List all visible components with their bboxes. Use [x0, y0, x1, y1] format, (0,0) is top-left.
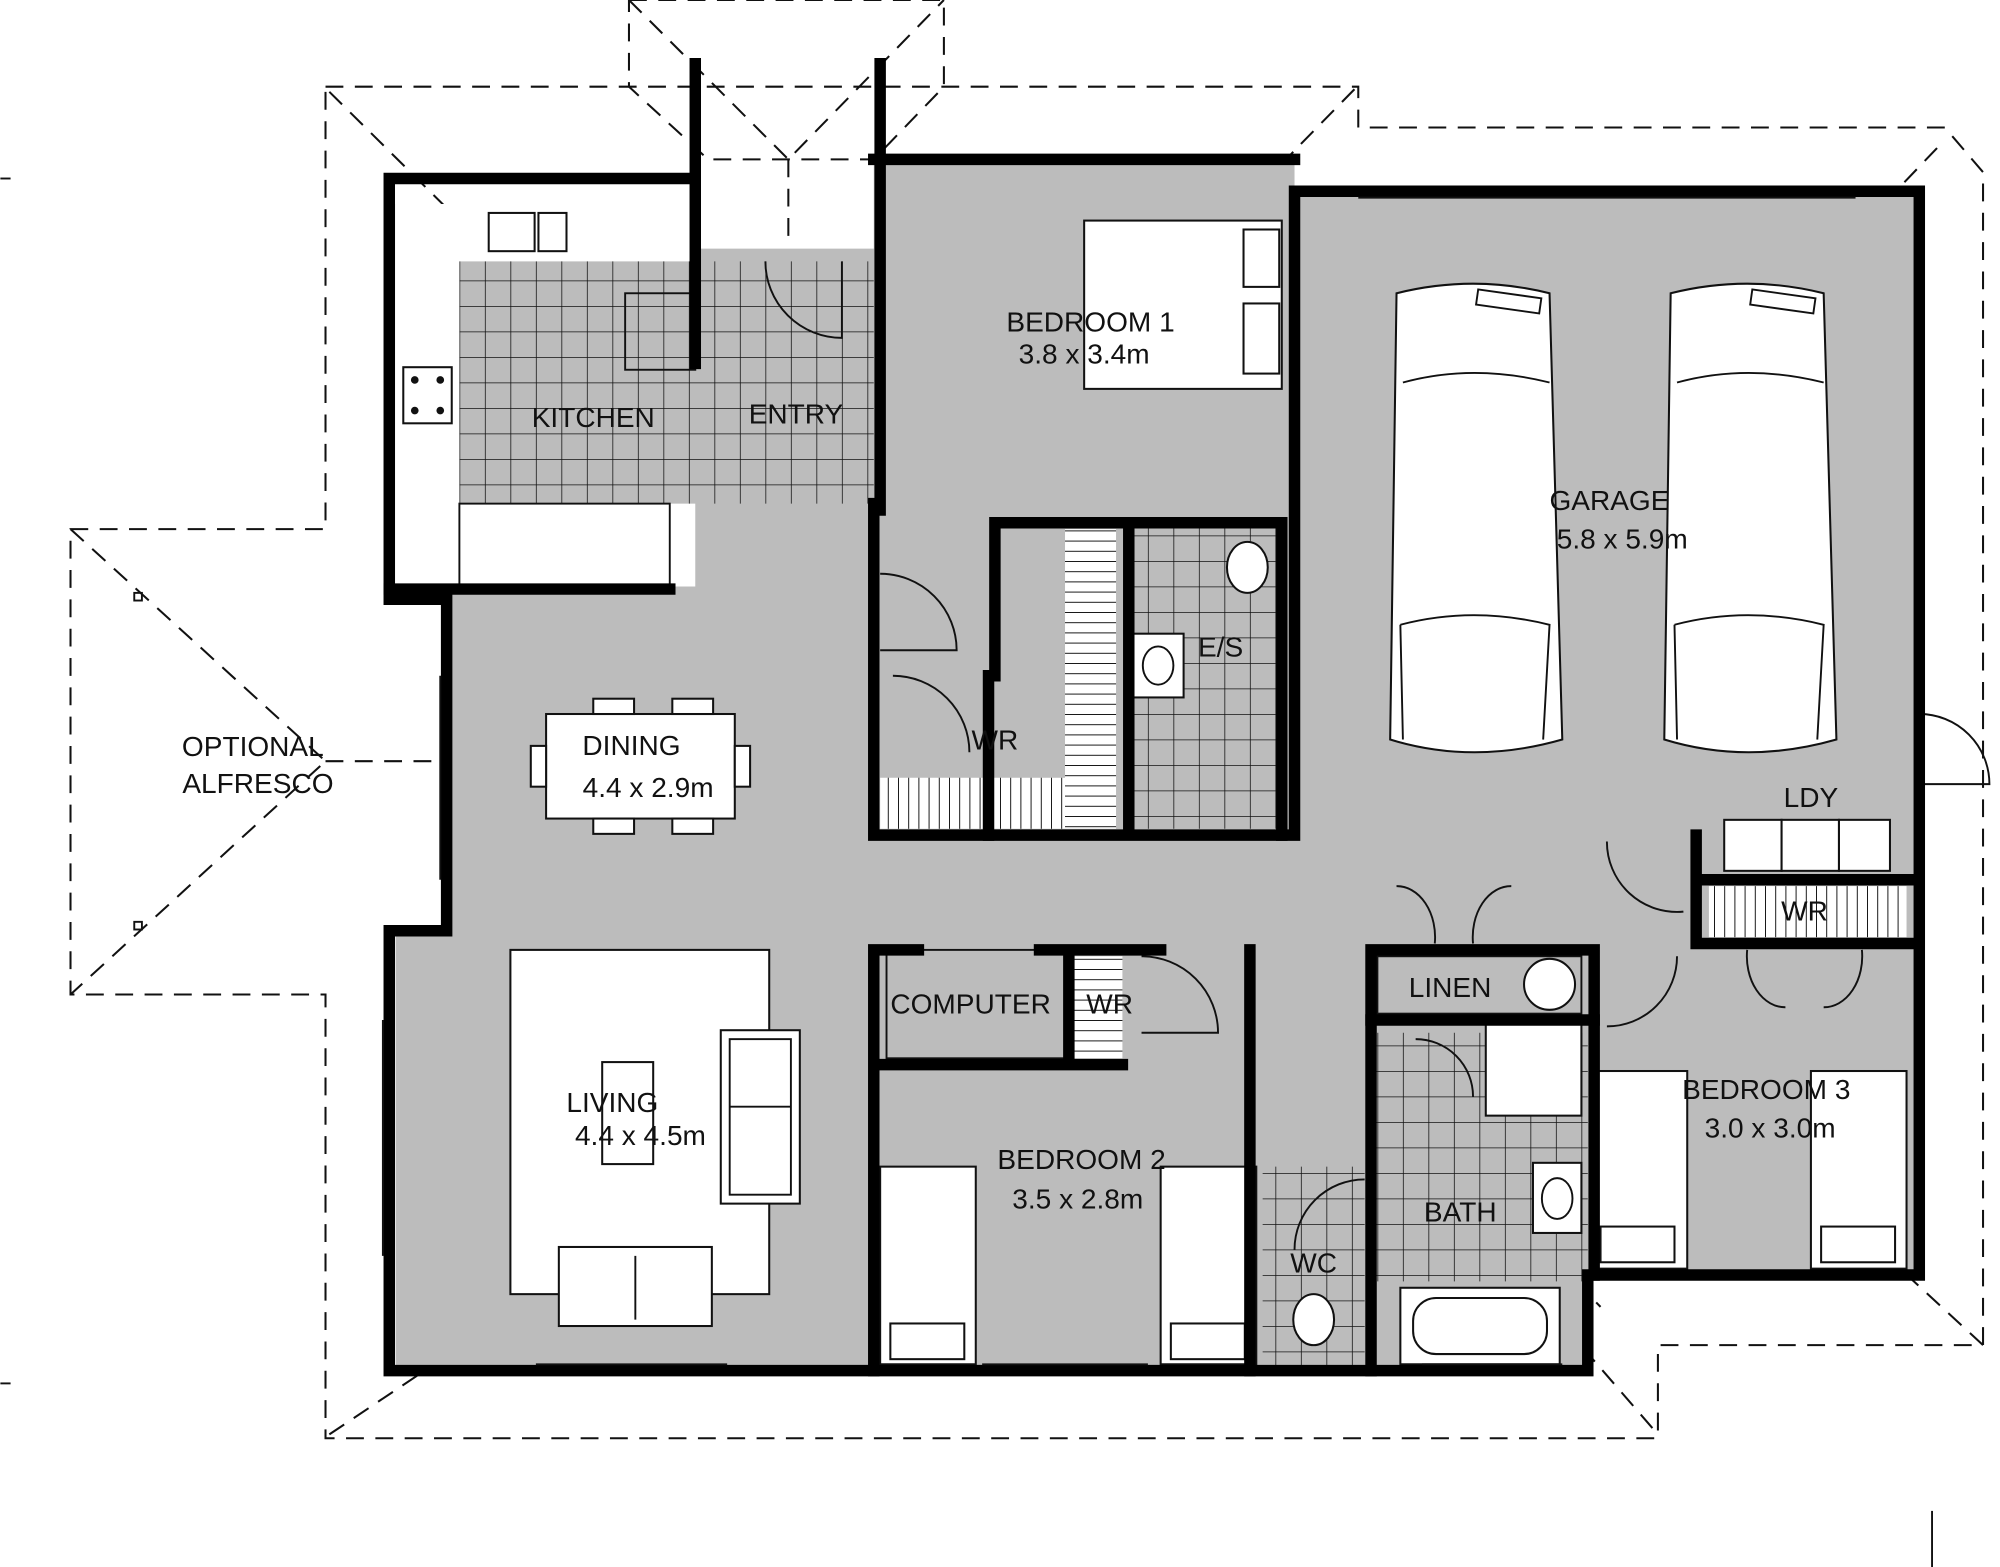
label-bedroom3: BEDROOM 3	[1682, 1074, 1850, 1105]
label-dining: DINING	[582, 730, 680, 761]
label-wr: WR	[972, 725, 1019, 756]
label-bedroom2: BEDROOM 2	[997, 1144, 1165, 1175]
car-icon	[1389, 282, 1564, 754]
bed	[1083, 219, 1283, 390]
label-living: LIVING	[566, 1087, 658, 1118]
linen-cupboard	[1376, 955, 1583, 1015]
label-alfresco: OPTIONAL	[182, 731, 324, 762]
label-bedroom3-size: 3.0 x 3.0m	[1705, 1112, 1836, 1143]
label-wr: WR	[1086, 989, 1133, 1020]
shower	[1484, 1018, 1583, 1117]
label-ensuite: E/S	[1198, 632, 1243, 663]
label-garage: GARAGE	[1549, 485, 1669, 516]
dining-table	[529, 697, 752, 835]
bed	[1159, 1165, 1258, 1366]
toilet-icon	[1225, 540, 1269, 594]
label-dining-size: 4.4 x 2.9m	[583, 772, 714, 803]
label-wr: WR	[1781, 896, 1828, 927]
label-bedroom1: BEDROOM 1	[1006, 307, 1174, 338]
label-laundry: LDY	[1784, 782, 1839, 813]
sofa	[719, 1029, 801, 1205]
margin-ticks	[0, 177, 1933, 1567]
label-living-size: 4.4 x 4.5m	[575, 1120, 706, 1151]
label-bath: BATH	[1424, 1196, 1497, 1227]
toilet-icon	[1292, 1293, 1336, 1347]
car-icon	[1663, 282, 1838, 754]
label-alfresco: ALFRESCO	[182, 768, 333, 799]
coffee-table	[601, 1061, 655, 1166]
label-entry: ENTRY	[749, 398, 844, 429]
sink-icon	[487, 211, 536, 253]
label-kitchen: KITCHEN	[532, 402, 655, 433]
laundry-units	[1723, 818, 1891, 872]
label-computer: COMPUTER	[890, 989, 1051, 1020]
windows	[381, 196, 1856, 1366]
bed	[1809, 1069, 1908, 1270]
door-swings	[880, 572, 1991, 1250]
label-bedroom1-size: 3.8 x 3.4m	[1019, 338, 1150, 369]
label-linen: LINEN	[1409, 972, 1492, 1003]
label-garage-size: 5.8 x 5.9m	[1557, 523, 1688, 554]
cooktop-icon	[402, 366, 453, 425]
label-wc: WC	[1290, 1247, 1337, 1278]
bed	[1590, 1069, 1689, 1270]
kitchen-area	[395, 204, 874, 594]
walls	[383, 58, 1926, 1377]
label-bedroom2-size: 3.5 x 2.8m	[1012, 1184, 1143, 1215]
bed	[879, 1165, 977, 1366]
